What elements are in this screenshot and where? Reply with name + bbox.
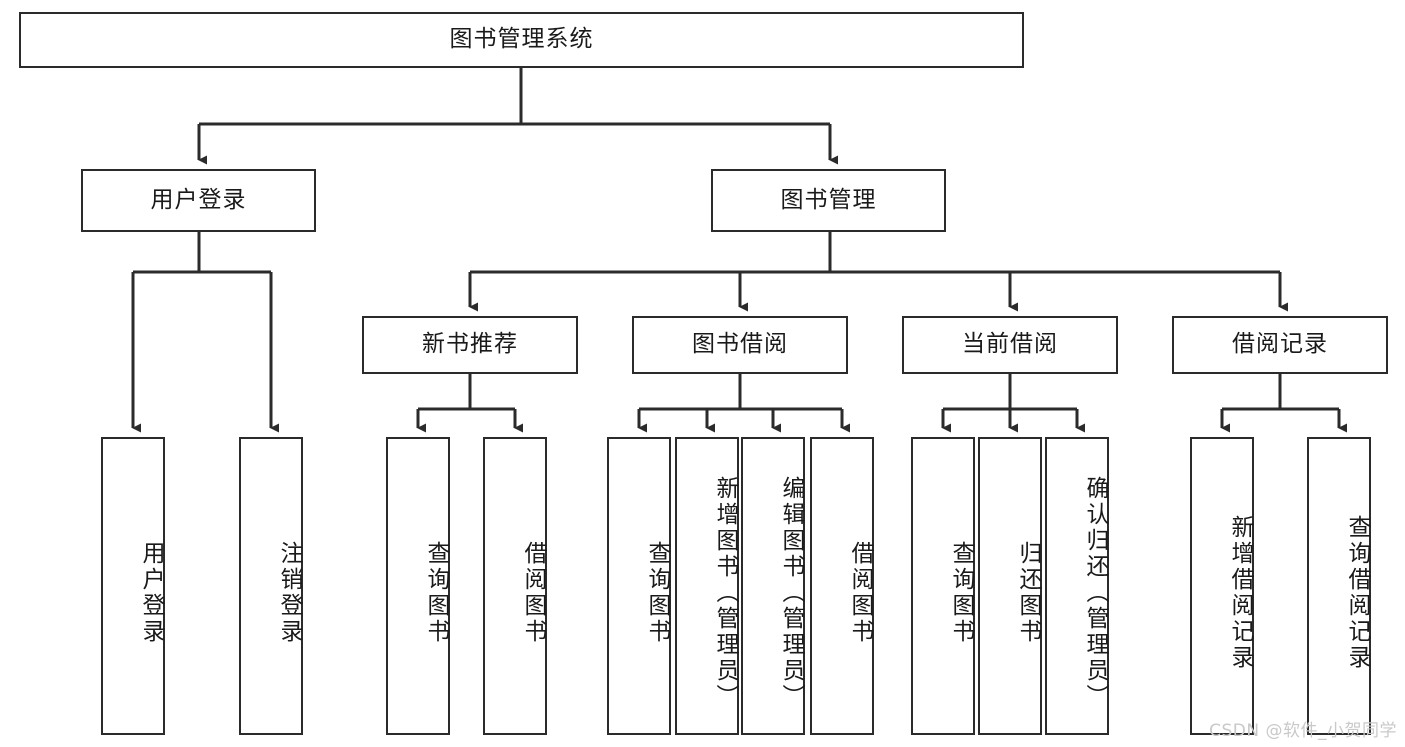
leaf-borrow-book-1[interactable]: 借阅图书 <box>483 437 547 735</box>
leaf-query-book-1[interactable]: 查询图书 <box>386 437 450 735</box>
leaf-query-record[interactable]: 查询借阅记录 <box>1307 437 1371 735</box>
node-book-borrow[interactable]: 图书借阅 <box>632 316 848 374</box>
node-user-login-label: 用户登录 <box>150 186 247 213</box>
leaf-query-book-3[interactable]: 查询图书 <box>911 437 975 735</box>
leaf-query-book-2-label: 查询图书 <box>644 541 670 645</box>
leaf-add-book[interactable]: 新增图书（管理员） <box>675 437 739 735</box>
leaf-borrow-book-1-label: 借阅图书 <box>520 541 546 645</box>
leaf-add-book-label: 新增图书（管理员） <box>712 476 738 710</box>
leaf-edit-book-label: 编辑图书（管理员） <box>778 476 804 710</box>
leaf-add-record[interactable]: 新增借阅记录 <box>1190 437 1254 735</box>
node-current-borrow[interactable]: 当前借阅 <box>902 316 1118 374</box>
csdn-watermark: CSDN @软件_小贺同学 <box>1209 721 1397 741</box>
leaf-query-record-label: 查询借阅记录 <box>1344 515 1370 671</box>
node-book-manage[interactable]: 图书管理 <box>711 169 946 232</box>
node-new-book-recommend-label: 新书推荐 <box>422 331 518 358</box>
leaf-query-book-3-label: 查询图书 <box>948 541 974 645</box>
leaf-edit-book[interactable]: 编辑图书（管理员） <box>741 437 805 735</box>
node-root-label: 图书管理系统 <box>449 26 594 53</box>
node-book-manage-label: 图书管理 <box>780 186 877 213</box>
leaf-return-book-label: 归还图书 <box>1015 541 1041 645</box>
node-new-book-recommend[interactable]: 新书推荐 <box>362 316 578 374</box>
leaf-borrow-book-2[interactable]: 借阅图书 <box>810 437 874 735</box>
leaf-query-book-2[interactable]: 查询图书 <box>607 437 671 735</box>
node-user-login[interactable]: 用户登录 <box>81 169 316 232</box>
node-borrow-record[interactable]: 借阅记录 <box>1172 316 1388 374</box>
leaf-return-book[interactable]: 归还图书 <box>978 437 1042 735</box>
leaf-user-login[interactable]: 用户登录 <box>101 437 165 735</box>
node-current-borrow-label: 当前借阅 <box>962 331 1058 358</box>
leaf-borrow-book-2-label: 借阅图书 <box>847 541 873 645</box>
node-book-borrow-label: 图书借阅 <box>692 331 788 358</box>
leaf-user-logout-label: 注销登录 <box>276 541 302 645</box>
leaf-confirm-return-label: 确认归还（管理员） <box>1082 476 1108 710</box>
leaf-user-logout[interactable]: 注销登录 <box>239 437 303 735</box>
leaf-add-record-label: 新增借阅记录 <box>1227 515 1253 671</box>
leaf-query-book-1-label: 查询图书 <box>423 541 449 645</box>
leaf-confirm-return[interactable]: 确认归还（管理员） <box>1045 437 1109 735</box>
node-root[interactable]: 图书管理系统 <box>19 12 1024 68</box>
node-borrow-record-label: 借阅记录 <box>1232 331 1328 358</box>
leaf-user-login-label: 用户登录 <box>138 541 164 645</box>
